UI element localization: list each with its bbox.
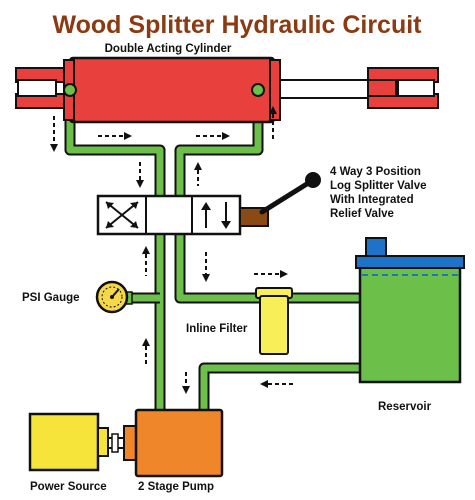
pump-label: 2 Stage Pump xyxy=(138,481,214,493)
two-stage-pump xyxy=(123,408,224,478)
diagram-title: Wood Splitter Hydraulic Circuit xyxy=(52,11,422,39)
psi-gauge xyxy=(95,280,133,314)
flow-arrow-up-icon xyxy=(269,106,277,142)
valve-label-line2: Log Splitter Valve xyxy=(330,180,427,192)
flow-arrow-up-icon xyxy=(142,246,150,276)
psi-gauge-label: PSI Gauge xyxy=(22,292,80,304)
flow-arrow-up-icon xyxy=(142,338,150,366)
flow-arrow-right-icon xyxy=(196,132,230,140)
flow-arrow-left-icon xyxy=(260,380,296,388)
log-splitter-valve xyxy=(96,172,321,236)
flow-arrow-right-icon xyxy=(254,270,288,278)
flow-arrow-down-icon xyxy=(136,162,144,188)
cylinder-label: Double Acting Cylinder xyxy=(105,43,232,55)
power-source-label: Power Source xyxy=(30,481,107,493)
flow-arrow-down-icon xyxy=(182,372,190,394)
reservoir-label: Reservoir xyxy=(378,401,432,413)
valve-label-line4: Relief Valve xyxy=(330,208,394,220)
reservoir xyxy=(355,237,465,384)
hydraulic-lines xyxy=(64,92,378,414)
inline-filter xyxy=(255,287,293,355)
valve-label-line3: With Integrated xyxy=(330,194,414,206)
flow-arrow-right-icon xyxy=(98,132,132,140)
flow-arrow-up-icon xyxy=(194,162,202,186)
double-acting-cylinder xyxy=(15,56,439,124)
power-source xyxy=(28,412,125,472)
inline-filter-label: Inline Filter xyxy=(186,323,248,335)
flow-arrow-down-icon xyxy=(50,116,58,152)
valve-label-line1: 4 Way 3 Position xyxy=(330,166,421,178)
flow-arrows xyxy=(50,106,296,394)
flow-arrow-down-icon xyxy=(202,252,210,282)
